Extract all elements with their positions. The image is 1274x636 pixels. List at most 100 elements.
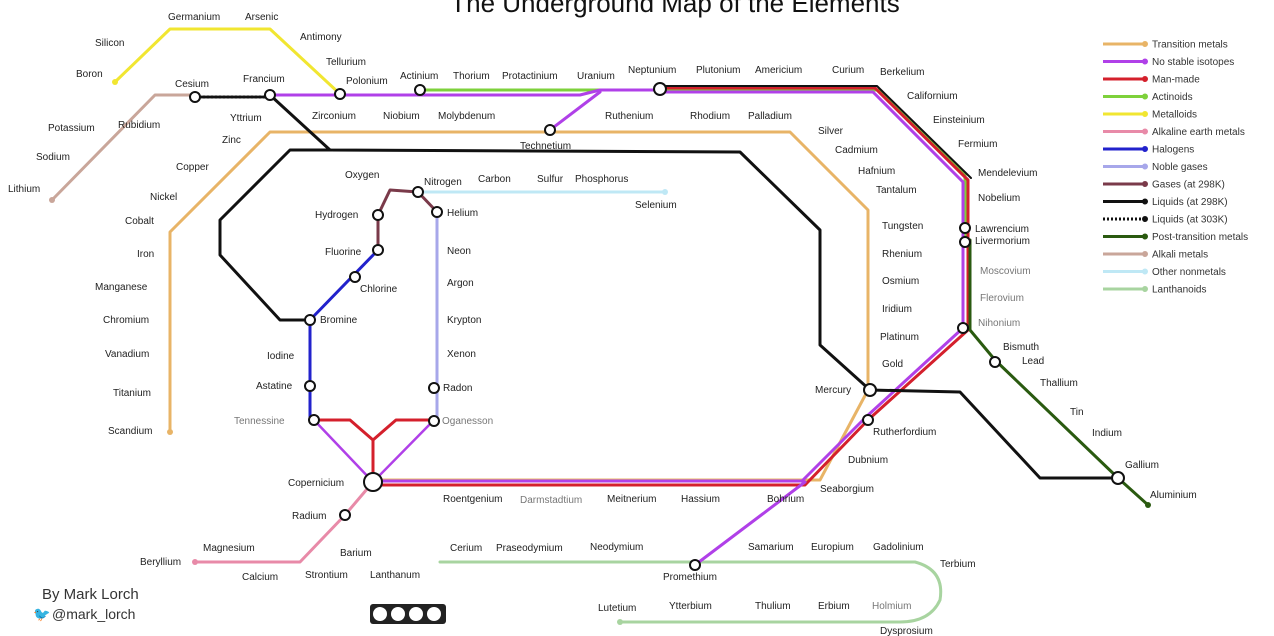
station-radon xyxy=(428,382,440,394)
legend-label: No stable isotopes xyxy=(1152,57,1234,68)
legend-item: Metalloids xyxy=(1103,110,1197,121)
label-plutonium: Plutonium xyxy=(696,65,740,76)
line-alkali xyxy=(50,93,197,202)
twitter-icon: 🐦 xyxy=(33,606,50,622)
label-gold: Gold xyxy=(882,359,903,370)
station-lawrencium xyxy=(959,222,971,234)
label-europium: Europium xyxy=(811,542,854,553)
label-actinium: Actinium xyxy=(400,71,438,82)
label-krypton: Krypton xyxy=(447,315,481,326)
legend-swatch-dot xyxy=(1142,58,1148,65)
line-nostable-top xyxy=(268,88,662,97)
label-bohrium: Bohrium xyxy=(767,494,804,505)
station-nitrogen xyxy=(412,186,424,198)
line-gases xyxy=(376,188,439,252)
label-nickel: Nickel xyxy=(150,192,177,203)
legend-label: Actinoids xyxy=(1152,92,1193,103)
label-rutherfordium: Rutherfordium xyxy=(873,427,936,438)
credit-twitter[interactable]: @mark_lorch xyxy=(52,606,135,622)
credit-author: By Mark Lorch xyxy=(42,586,139,603)
label-rhenium: Rhenium xyxy=(882,249,922,260)
legend-label: Other nonmetals xyxy=(1152,267,1226,278)
legend-swatch-dot xyxy=(1142,251,1148,257)
label-chromium: Chromium xyxy=(103,315,149,326)
label-neon: Neon xyxy=(447,246,471,257)
legend-swatch-dot xyxy=(1142,286,1148,292)
label-niobium: Niobium xyxy=(383,111,420,122)
label-argon: Argon xyxy=(447,278,474,289)
label-iron: Iron xyxy=(137,249,154,260)
label-nobelium: Nobelium xyxy=(978,193,1020,204)
label-strontium: Strontium xyxy=(305,570,348,581)
label-gadolinium: Gadolinium xyxy=(873,542,924,553)
legend-item: Noble gases xyxy=(1103,162,1208,173)
label-xenon: Xenon xyxy=(447,349,476,360)
label-selenium: Selenium xyxy=(635,200,677,211)
label-silicon: Silicon xyxy=(95,38,124,49)
label-rhodium: Rhodium xyxy=(690,111,730,122)
legend-swatch-dot xyxy=(1142,181,1148,187)
label-uranium: Uranium xyxy=(577,71,615,82)
legend-item: Liquids (at 298K) xyxy=(1103,197,1228,208)
station-radium xyxy=(339,509,351,521)
station-chlorine xyxy=(349,271,361,283)
legend-label: Man-made xyxy=(1152,75,1200,86)
label-lutetium: Lutetium xyxy=(598,603,636,614)
label-potassium: Potassium xyxy=(48,123,95,134)
station-neptunium xyxy=(653,82,667,96)
line-lanthanoids xyxy=(438,560,943,624)
label-livermorium: Livermorium xyxy=(975,236,1030,247)
label-aluminium: Aluminium xyxy=(1150,490,1197,501)
line-liquids xyxy=(268,93,1120,480)
label-lawrencium: Lawrencium xyxy=(975,224,1029,235)
legend-item: Halogens xyxy=(1103,145,1194,156)
credit: By Mark Lorch 🐦 @mark_lorch xyxy=(33,586,139,622)
label-berkelium: Berkelium xyxy=(880,67,924,78)
label-iodine: Iodine xyxy=(267,351,295,362)
label-nitrogen: Nitrogen xyxy=(424,177,462,188)
label-roentgenium: Roentgenium xyxy=(443,494,502,505)
label-darmstadtium: Darmstadtium xyxy=(520,495,582,506)
label-terbium: Terbium xyxy=(940,559,976,570)
station-tennessine xyxy=(308,414,320,426)
legend-item: Transition metals xyxy=(1103,40,1228,51)
label-meitnerium: Meitnerium xyxy=(607,494,656,505)
line-post-transition xyxy=(968,238,1150,507)
label-francium: Francium xyxy=(243,74,285,85)
station-rutherfordium xyxy=(862,414,874,426)
label-copernicium: Copernicium xyxy=(288,478,344,489)
legend-swatch-dot xyxy=(1142,216,1148,222)
station-mercury xyxy=(863,383,877,397)
label-boron: Boron xyxy=(76,69,103,80)
stations xyxy=(189,82,1125,571)
legend-item: Other nonmetals xyxy=(1103,267,1226,278)
station-nihonium xyxy=(957,322,969,334)
label-palladium: Palladium xyxy=(748,111,792,122)
legend-label: Alkaline earth metals xyxy=(1152,127,1245,138)
label-rubidium: Rubidium xyxy=(118,120,160,131)
label-molybdenum: Molybdenum xyxy=(438,111,495,122)
label-dysprosium: Dysprosium xyxy=(880,626,933,636)
station-copernicium xyxy=(363,472,383,492)
label-thulium: Thulium xyxy=(755,601,791,612)
station-technetium xyxy=(544,124,556,136)
label-erbium: Erbium xyxy=(818,601,850,612)
label-nihonium: Nihonium xyxy=(978,318,1020,329)
label-polonium: Polonium xyxy=(346,76,388,87)
line-halogens xyxy=(308,248,380,422)
label-tennessine: Tennessine xyxy=(234,416,285,427)
station-hydrogen xyxy=(372,209,384,221)
label-beryllium: Beryllium xyxy=(140,557,181,568)
station-promethium xyxy=(689,559,701,571)
line-metalloids xyxy=(113,27,342,96)
label-californium: Californium xyxy=(907,91,958,102)
station-gallium xyxy=(1111,471,1125,485)
label-cesium: Cesium xyxy=(175,79,209,90)
label-thorium: Thorium xyxy=(453,71,490,82)
label-scandium: Scandium xyxy=(108,426,152,437)
station-livermorium xyxy=(959,236,971,248)
label-hassium: Hassium xyxy=(681,494,720,505)
legend-item: Alkaline earth metals xyxy=(1103,127,1245,138)
label-iridium: Iridium xyxy=(882,304,912,315)
cc-license-badge xyxy=(370,604,446,624)
